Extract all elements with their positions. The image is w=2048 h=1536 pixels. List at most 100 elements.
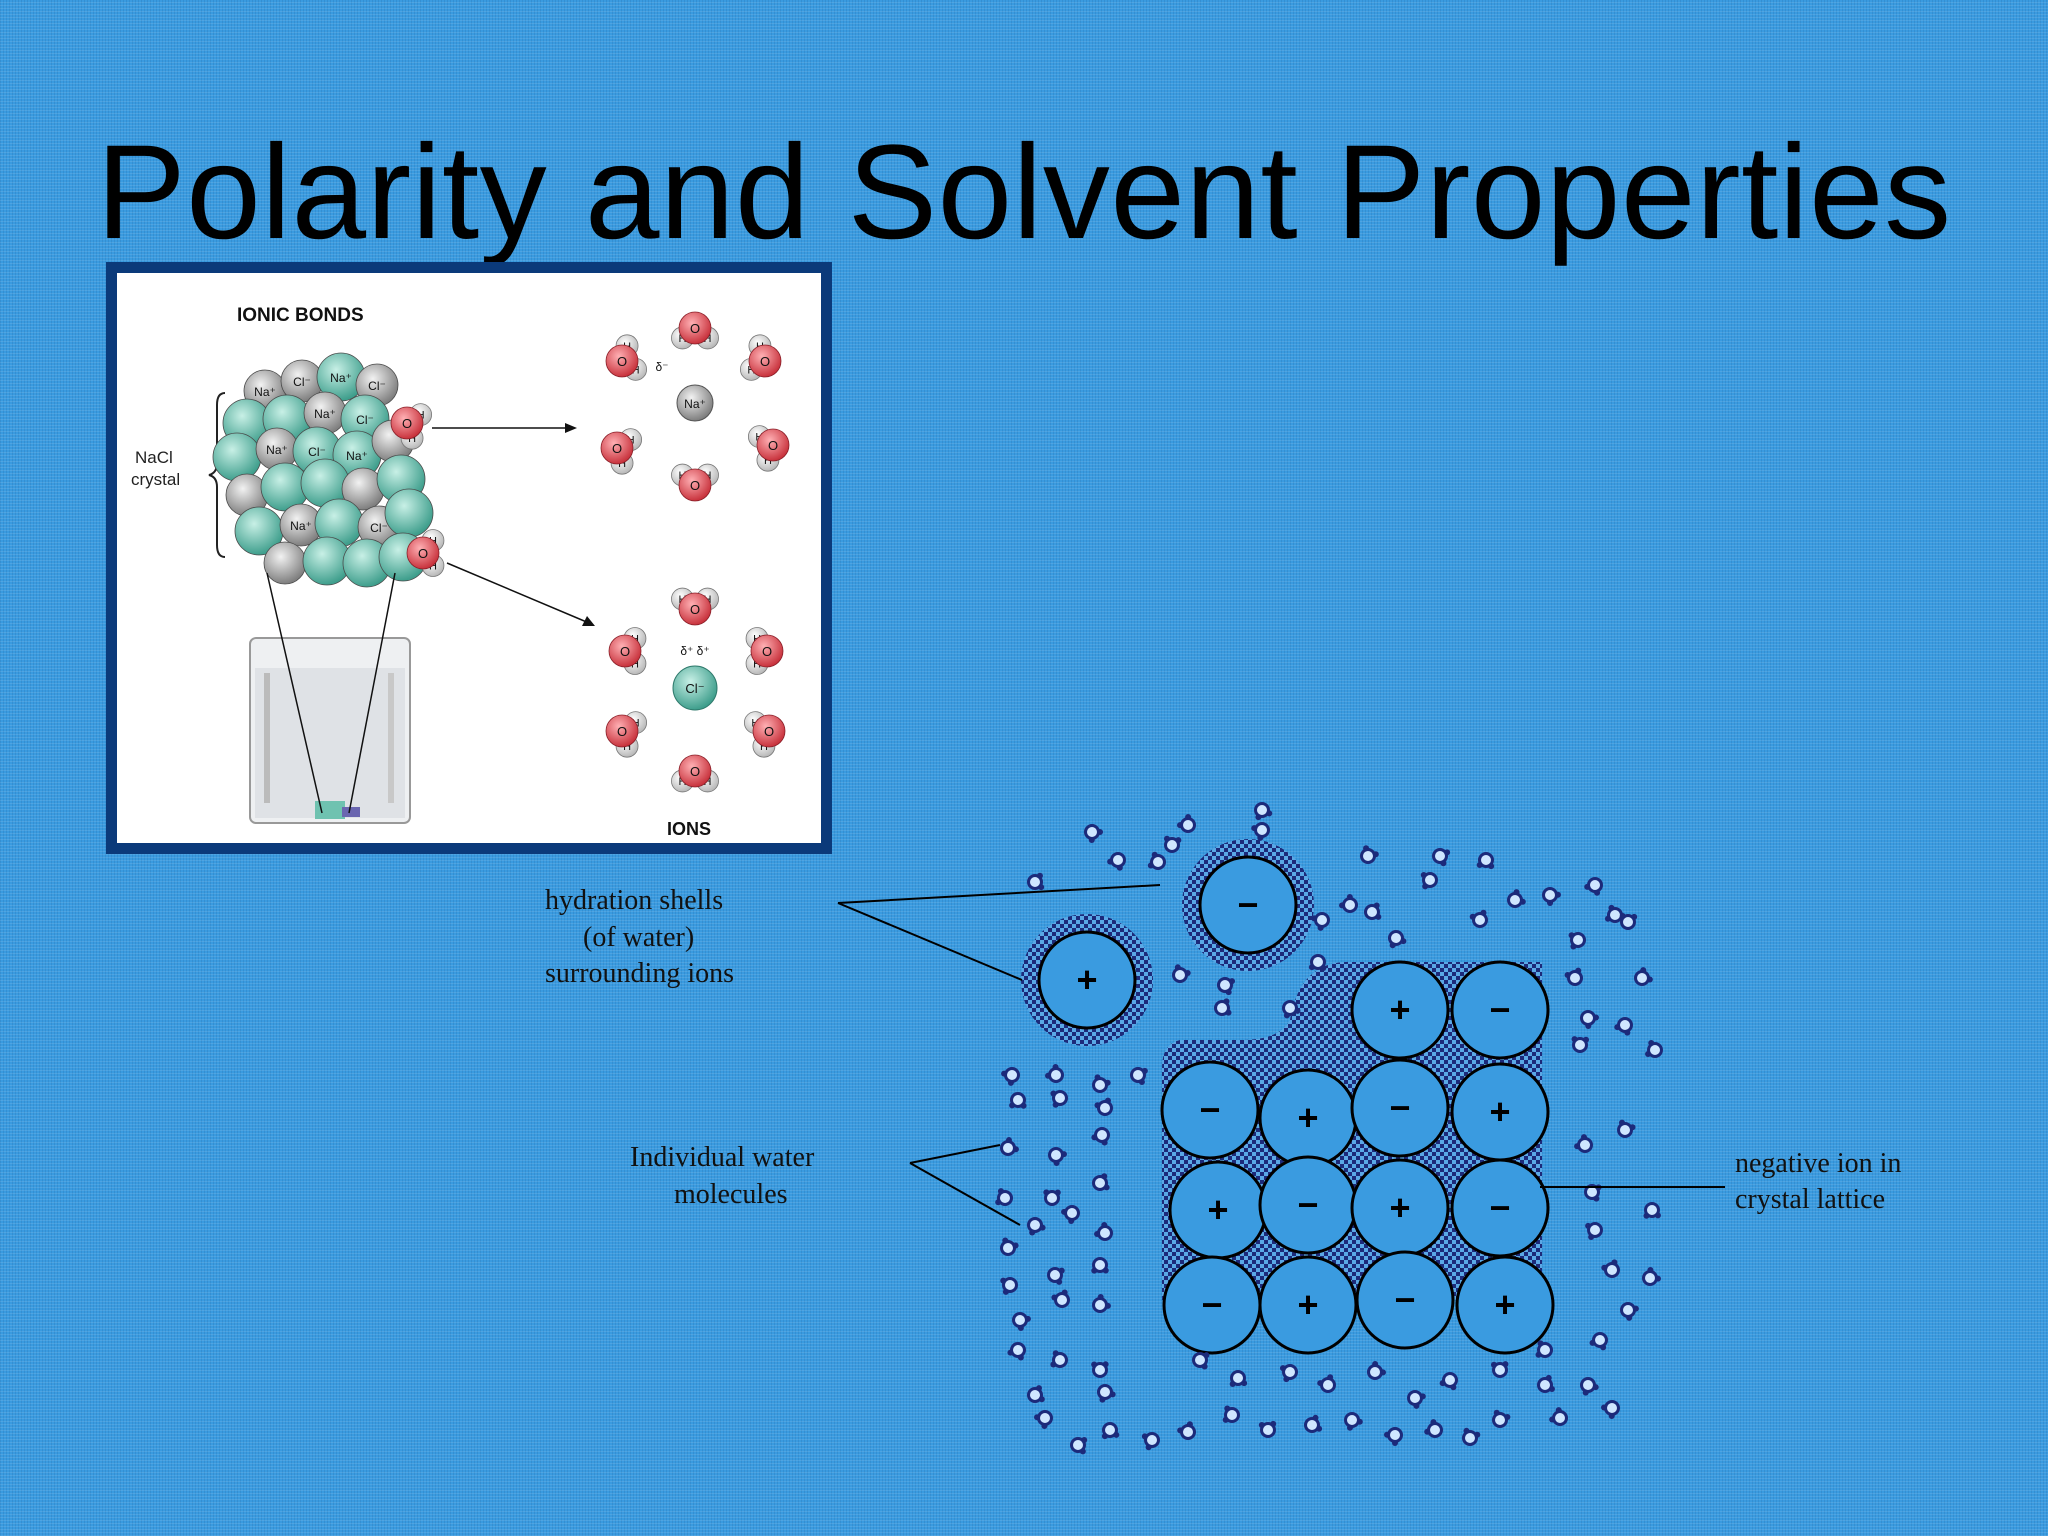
oxygen-atom <box>678 468 712 502</box>
ionic-bonds-heading: IONIC BONDS <box>237 305 364 326</box>
water-molecule <box>1614 1017 1633 1036</box>
water-oxygen <box>1342 897 1358 913</box>
water-molecule <box>1084 824 1103 843</box>
water-oxygen <box>1027 874 1043 890</box>
water-oxygen <box>1002 1277 1018 1293</box>
water-hydrogen <box>1101 1222 1108 1229</box>
water-oxygen <box>1180 1424 1196 1440</box>
water-oxygen <box>1442 1372 1458 1388</box>
slide-title: Polarity and Solvent Properties <box>96 118 1952 267</box>
water-hydrogen <box>1488 863 1495 870</box>
water-oxygen <box>1282 1000 1298 1016</box>
lattice-ion-label: Cl⁻ <box>356 413 374 427</box>
water-hydrogen <box>1017 1324 1024 1331</box>
hydrogen-label: H <box>623 741 631 753</box>
hydration-pointer-2 <box>837 902 1023 981</box>
water-molecule <box>1601 1400 1620 1419</box>
water-molecule <box>1214 998 1232 1016</box>
water-molecule <box>1432 848 1451 867</box>
water-label-line1: Individual water <box>630 1142 815 1173</box>
water-molecule <box>1050 1090 1068 1108</box>
minus-sign: − <box>1237 884 1258 925</box>
water-hydrogen <box>1570 943 1577 950</box>
water-hydrogen <box>1101 1139 1108 1146</box>
chloride-ion <box>672 665 718 711</box>
water-oxygen <box>1604 1262 1620 1278</box>
water-hydrogen <box>1513 889 1520 896</box>
water-oxygen <box>1000 1240 1016 1256</box>
water-oxygen <box>1097 1100 1113 1116</box>
water-hydrogen <box>1068 1217 1075 1224</box>
water-hydrogen <box>1036 1385 1042 1392</box>
water-hydrogen <box>1537 1340 1544 1347</box>
oxygen-label: O <box>762 644 772 659</box>
water-hydrogen <box>1051 1294 1058 1301</box>
water-hydrogen <box>1224 1405 1231 1412</box>
water-molecule <box>1507 889 1526 908</box>
water-molecule <box>1094 1097 1113 1116</box>
water-oxygen <box>1094 1127 1110 1143</box>
oxygen-label: O <box>760 354 770 369</box>
water-molecule <box>1034 1410 1053 1429</box>
water-hydrogen <box>1584 883 1591 890</box>
oxygen-atom <box>678 754 712 788</box>
lattice-ion-label: Cl⁻ <box>368 379 386 393</box>
water-hydrogen <box>1266 810 1273 817</box>
water-hydrogen <box>1384 1431 1391 1438</box>
water-hydrogen <box>1081 1436 1088 1443</box>
water-hydrogen <box>1060 1151 1067 1158</box>
water-oxygen <box>1620 1302 1636 1318</box>
oxygen-atom <box>406 536 440 570</box>
oxygen-label: O <box>690 602 700 617</box>
plus-sign: + <box>1389 989 1410 1030</box>
water-hydrogen <box>1270 1420 1277 1427</box>
water-oxygen <box>1010 1092 1026 1108</box>
ionic-bonds-svg: IONIC BONDS NaCl crystal Na⁺Cl⁻Na⁺Cl⁻Na⁺… <box>131 305 790 839</box>
water-oxygen <box>1110 852 1126 868</box>
water-oxygen <box>1048 1147 1064 1163</box>
water-molecule <box>1000 1277 1018 1295</box>
water-oxygen <box>1567 970 1583 986</box>
partial-negative-label: δ⁻ <box>655 360 668 374</box>
water-oxygen <box>1130 1067 1146 1083</box>
water-molecule <box>1304 1414 1323 1433</box>
water-oxygen <box>1537 1377 1553 1393</box>
water-hydrogen <box>1424 1428 1431 1435</box>
water-hydrogen <box>1490 1361 1497 1368</box>
hydrogen-label: H <box>747 364 755 376</box>
water-hydrogen <box>1439 1380 1446 1387</box>
water-oxygen <box>1092 1175 1108 1191</box>
water-oxygen <box>1570 932 1586 948</box>
minus-sign: − <box>1489 1187 1510 1228</box>
water-hydrogen <box>1054 1189 1061 1196</box>
water-hydrogen <box>1654 1275 1661 1282</box>
hydration-label-line1: hydration shells <box>545 885 723 916</box>
positive-ion <box>1037 930 1137 1030</box>
water-oxygen <box>1387 1427 1403 1443</box>
water-oxygen <box>1092 1297 1108 1313</box>
water-hydrogen <box>995 1199 1002 1206</box>
water-hydrogen <box>1185 814 1192 821</box>
water-hydrogen <box>1079 1448 1086 1455</box>
water-hydrogen <box>1283 1012 1290 1019</box>
water-hydrogen <box>1038 1396 1045 1403</box>
hydrogen-label: H <box>704 333 712 345</box>
water-hydrogen <box>1601 1404 1608 1411</box>
water-hydrogen <box>1201 1363 1208 1370</box>
water-hydrogen <box>1225 989 1232 996</box>
water-hydrogen <box>1363 845 1370 852</box>
lattice-ion-label: Na⁺ <box>290 519 312 533</box>
hydrated-chloride-ion: Cl⁻δ⁺ δ⁺HHOHHOHHOHHOHHOHHO <box>605 587 786 793</box>
water-molecule <box>1589 1332 1608 1351</box>
water-oxygen <box>1587 1222 1603 1238</box>
water-hydrogen <box>1012 1146 1019 1153</box>
water-hydrogen <box>1643 1212 1650 1219</box>
oxygen-label: O <box>690 478 700 493</box>
plus-sign: + <box>1297 1097 1318 1138</box>
hydrogen-label: H <box>618 458 626 470</box>
water-hydrogen <box>1555 1407 1562 1414</box>
oxygen-label: O <box>690 321 700 336</box>
water-molecule <box>1141 1432 1160 1451</box>
hydrogen-label: H <box>753 659 761 671</box>
